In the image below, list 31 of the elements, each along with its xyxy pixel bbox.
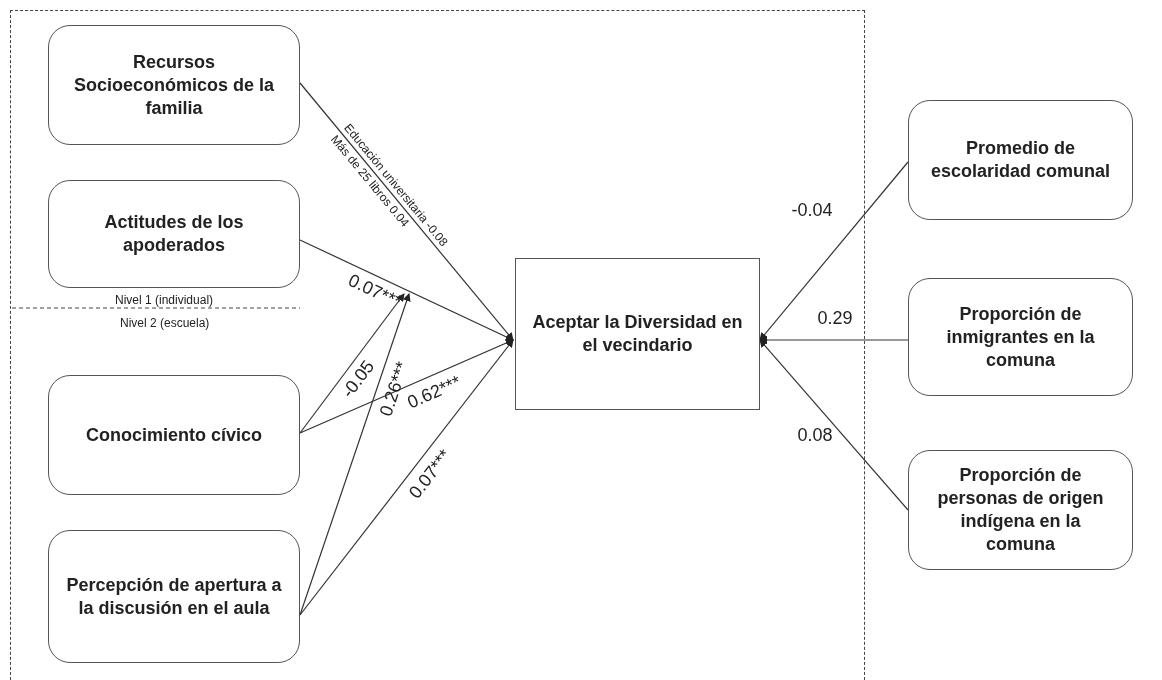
arrow — [299, 293, 405, 434]
variable-box — [908, 100, 1133, 220]
arrow — [759, 339, 909, 511]
arrow — [759, 336, 909, 344]
level-label: Nivel 1 (individual) — [115, 292, 214, 309]
variable-box — [48, 375, 300, 495]
arrow — [299, 339, 514, 434]
node-label: Proporción de inmigrantes en la comuna — [945, 302, 1096, 372]
variable-box — [48, 530, 300, 663]
arrow — [759, 161, 909, 341]
node-label: Conocimiento cívico — [86, 423, 262, 447]
node-label: Aceptar la Diversidad en el vecindario — [531, 311, 744, 357]
node-label: Recursos Socioeconómicos de la familia — [72, 50, 276, 120]
node-label: Proporción de personas de origen indígena en la comuna — [936, 464, 1105, 556]
variable-box — [48, 25, 300, 145]
edge-label: 0.08 — [797, 426, 833, 444]
variable-box — [908, 450, 1133, 570]
arrow — [299, 339, 514, 616]
variable-box — [48, 180, 300, 288]
edge-label: 0.29 — [817, 309, 853, 327]
node-label: Actitudes de los apoderados — [103, 211, 245, 257]
variable-box — [908, 278, 1133, 396]
edge-label: -0.04 — [791, 201, 833, 219]
level-label: Nivel 2 (escuela) — [120, 315, 210, 332]
node-label: Promedio de escolaridad comunal — [929, 137, 1112, 183]
outcome-box — [515, 258, 760, 410]
arrow — [299, 239, 514, 341]
edge-label: 0.07*** — [345, 270, 405, 311]
arrow — [299, 293, 411, 616]
arrow — [299, 82, 514, 341]
node-label: Percepción de apertura a la discusión en el aula — [65, 573, 283, 620]
